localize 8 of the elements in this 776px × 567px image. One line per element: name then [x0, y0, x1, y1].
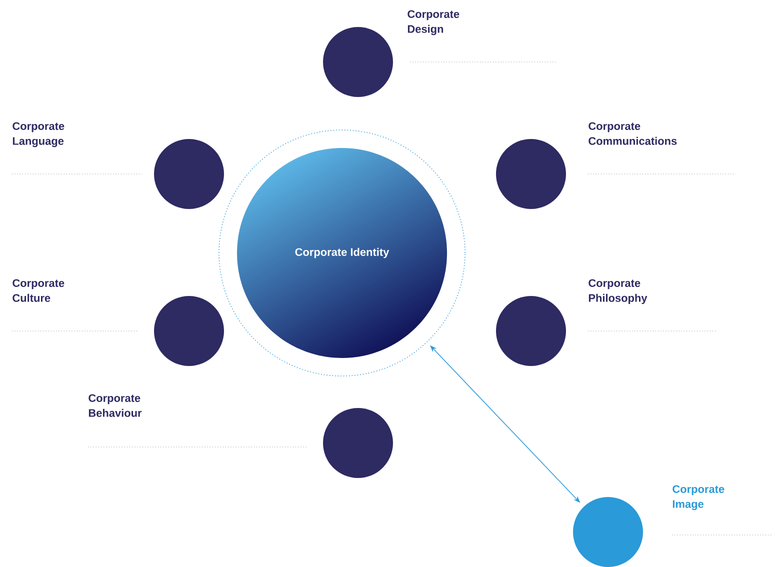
- node-label: Corporate Design: [408, 10, 460, 36]
- node-label: Corporate Culture: [12, 279, 64, 302]
- node-label: Corporate Image: [672, 485, 724, 510]
- node-label: Corporate Language: [12, 122, 64, 148]
- node-label: Corporate Communications: [588, 122, 677, 145]
- node-label: Corporate Philosophy: [588, 279, 648, 304]
- node-label: Corporate Behaviour: [88, 394, 142, 417]
- dotted-ring: Corporate Identity: [218, 130, 466, 376]
